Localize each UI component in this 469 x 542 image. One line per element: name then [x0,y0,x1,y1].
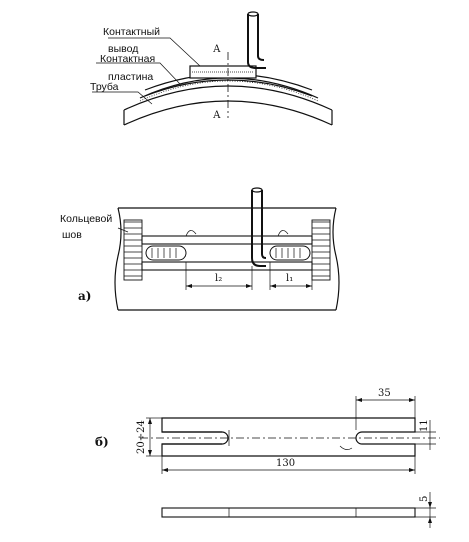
leader-contact-lead [108,37,201,67]
label-ring-seam-2: шов [62,229,82,241]
label-pipe: Труба [90,81,119,93]
slot-mark-right [339,445,353,450]
section-mark-top: А [213,44,221,55]
dim-35-arrows [356,398,415,402]
dim-11: 11 [419,419,430,432]
pipe-break-left [114,207,122,311]
contact-rod-2 [261,190,267,259]
dim-130: 130 [276,458,295,469]
contact-lead-end [247,11,259,17]
label-contact-lead: Контактный [103,26,160,38]
contact-lead-rod-2 [257,14,265,61]
figure-label-b: б) [95,435,109,449]
leader-pipe [92,91,153,105]
contact-rod-end [251,187,263,193]
label-contact-lead-2: вывод [108,43,138,55]
section-mark-bottom: А [213,110,221,121]
dim-width: 20÷24 [136,420,147,454]
middle-figure-a: Кольцевой шов l₂ l₁ а) [60,187,340,311]
ring-seam-left [123,219,143,281]
weld-bead-left [145,245,187,261]
pipe-hatch-band-inner [139,80,319,102]
contact-lead-rod [247,14,266,69]
dim-l2: l₂ [215,273,222,284]
callout-mark-left [185,230,197,237]
weld-bead-right [269,245,311,261]
dim-l1: l₁ [286,273,293,284]
plate-lower [141,261,313,271]
label-contact-plate: Контактная [100,53,155,65]
figure-label-a: а) [78,289,91,303]
label-contact-plate-2: пластина [108,71,153,83]
pipe-break-right [332,207,340,311]
dim-35: 35 [378,388,391,399]
bottom-figure-b: 20÷24 35 11 130 б) 5 [95,388,440,528]
ring-seam-right [311,219,331,281]
leader-ring-seam [117,227,129,233]
plate-plan-outline [161,417,416,457]
leader-contact-plate [96,62,181,85]
dim-5: 5 [419,496,430,502]
slot-left [162,431,222,445]
top-pipe-figure: А А Контактный вывод Контактная пластина… [90,11,333,126]
label-ring-seam: Кольцевой [60,213,112,225]
contact-rod [251,190,266,267]
side-view-marks [228,508,357,517]
plate-side-view [161,507,416,518]
callout-mark-right [277,230,289,237]
plate-upper [141,235,313,245]
dim-5-arrows [428,502,432,523]
